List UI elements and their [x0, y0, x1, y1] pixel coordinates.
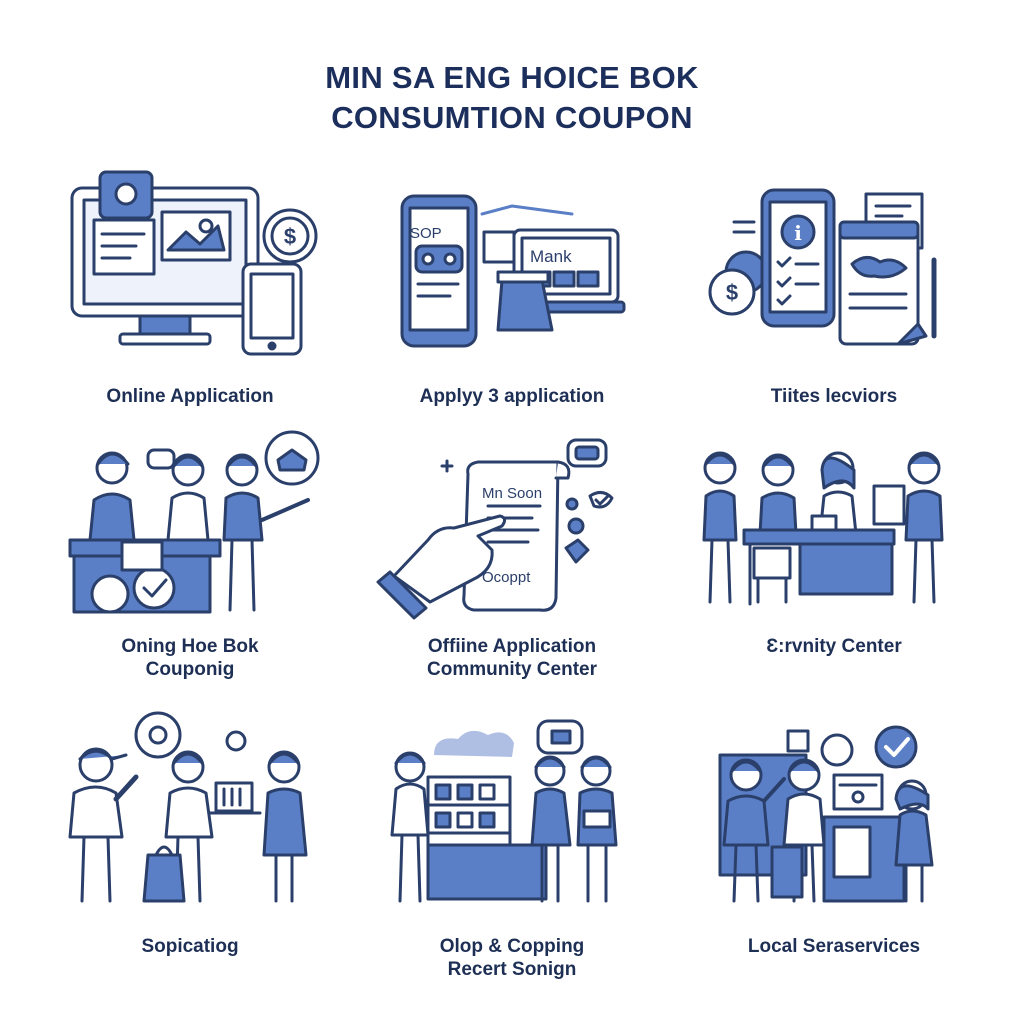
- laptop-screen-text: Mank: [530, 247, 572, 266]
- caption-line: Couponig: [145, 659, 235, 680]
- caption-line: Local Seraservices: [747, 936, 921, 957]
- caption-line: Tiites lecviors: [770, 386, 898, 407]
- svg-text:i: i: [794, 221, 802, 245]
- svg-text:$: $: [726, 280, 738, 305]
- caption-line: Ɛ:rvnity Center: [766, 636, 902, 657]
- cell-offline-application: Mn Soon Ocoppt Offiine Application Commu…: [362, 430, 662, 695]
- title-line-1: MIN SA ENG HOICE BOK: [325, 60, 699, 95]
- caption-line: Olop & Copping: [439, 936, 585, 957]
- phone-screen-text: SOP: [410, 225, 442, 242]
- cell-online-application: $ Online Application: [40, 160, 340, 420]
- cell-sopicatiog: Sopicatiog: [40, 705, 340, 975]
- caption-line: Applyy 3 application: [419, 386, 605, 407]
- shop-stall-icon: [390, 719, 618, 903]
- page-title: MIN SA ENG HOICE BOK CONSUMTION COUPON: [0, 58, 1024, 138]
- caption-line: Online Application: [106, 386, 274, 407]
- receipt-footer-text: Ocoppt: [482, 569, 531, 586]
- people-desk-icon: [702, 451, 944, 606]
- local-services-icon: [718, 725, 934, 903]
- people-counter-icon: [68, 430, 320, 614]
- caption-line: Recert Sonign: [447, 959, 577, 980]
- shoppers-icon: [68, 711, 308, 903]
- svg-text:$: $: [284, 224, 296, 249]
- cell-olop-copping: Olop & Copping Recert Sonign: [362, 705, 662, 980]
- caption-line: Sopicatiog: [141, 936, 239, 957]
- hand-receipt-icon: Mn Soon Ocoppt: [376, 438, 614, 620]
- cell-oning-hoe-bok: Oning Hoe Bok Couponig: [40, 430, 340, 695]
- info-phone-document-icon: $ i: [708, 188, 937, 346]
- phone-laptop-icon: SOP Mank: [400, 194, 626, 348]
- title-line-2: CONSUMTION COUPON: [331, 100, 693, 135]
- caption-line: Oning Hoe Bok: [121, 636, 259, 657]
- cell-tiites-lecviors: $ i Tiites lecviors: [684, 160, 984, 420]
- receipt-title-text: Mn Soon: [482, 485, 542, 502]
- cell-community-center: Ɛ:rvnity Center: [684, 430, 984, 695]
- caption-line: Community Center: [427, 659, 597, 680]
- caption-line: Offiine Application: [427, 636, 597, 657]
- cell-local-services: Local Seraservices: [684, 705, 984, 975]
- cell-apply-application: SOP Mank Applyy 3 application: [362, 160, 662, 420]
- computer-phone-dollar-icon: $: [70, 170, 318, 356]
